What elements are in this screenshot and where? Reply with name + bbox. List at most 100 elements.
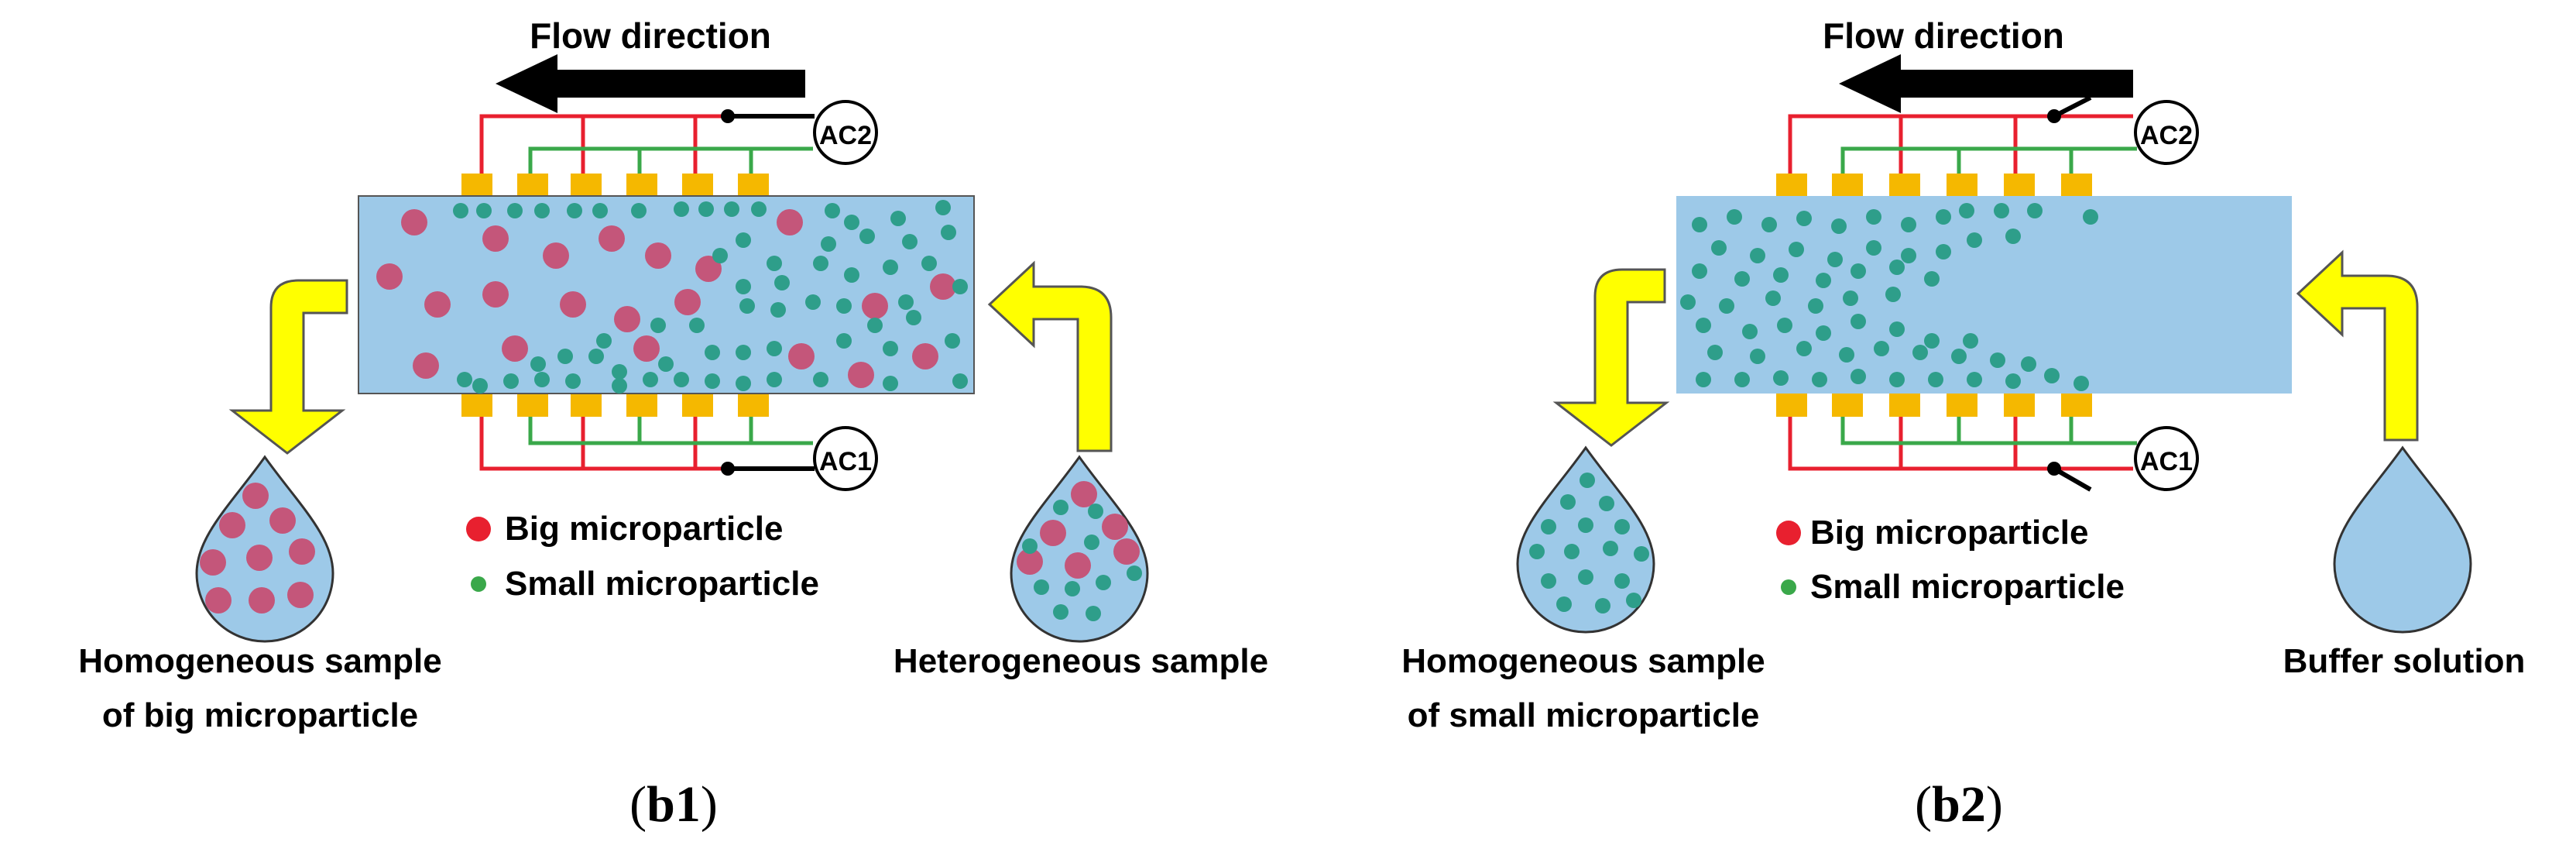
small-particle — [2005, 373, 2021, 389]
small-particles — [453, 200, 968, 394]
output-label-line2: of small microparticle — [1408, 696, 1760, 734]
legend-big-marker — [466, 517, 491, 541]
small-particle — [1750, 349, 1765, 364]
small-particle — [1634, 546, 1649, 562]
small-particle — [1578, 517, 1593, 533]
small-particle — [1851, 369, 1866, 384]
electrodes-top — [461, 174, 769, 198]
small-particle — [883, 260, 898, 275]
small-particle — [805, 294, 821, 310]
small-particle — [1866, 240, 1881, 256]
small-particle — [643, 372, 658, 387]
small-particle — [736, 345, 751, 360]
ac1-source-icon — [2134, 426, 2199, 491]
small-particle — [674, 201, 689, 217]
small-particle — [1789, 242, 1804, 257]
big-particle — [614, 306, 640, 332]
small-particle — [825, 203, 840, 218]
big-particle — [413, 352, 439, 379]
small-particle — [739, 298, 755, 314]
small-particle — [1603, 541, 1618, 556]
switch-ac1-icon — [721, 462, 815, 476]
small-particle — [836, 333, 852, 349]
small-particle — [1963, 333, 1978, 349]
small-particle — [2044, 368, 2060, 383]
small-particle — [1084, 534, 1099, 550]
big-particle — [1040, 520, 1066, 546]
small-particle — [705, 373, 720, 389]
big-particle — [269, 507, 296, 534]
small-particle — [530, 356, 546, 372]
small-particle — [736, 232, 751, 248]
small-particle — [844, 267, 859, 283]
ac1-source-icon — [813, 426, 878, 491]
small-particle — [724, 201, 739, 217]
small-particle — [1556, 596, 1572, 612]
switch-ac2-open-icon — [2047, 95, 2092, 123]
small-particle — [1053, 500, 1068, 515]
inlet-arrow-icon — [987, 260, 1113, 452]
small-particle — [774, 275, 790, 290]
small-particle — [1626, 593, 1641, 608]
big-particle — [482, 281, 509, 308]
big-particle — [543, 242, 569, 269]
small-particle — [650, 318, 666, 333]
small-particle — [1924, 271, 1940, 287]
small-particle — [1951, 349, 1967, 364]
small-particle — [1696, 372, 1711, 387]
inlet-arrow-icon — [2296, 249, 2419, 442]
small-particle — [898, 294, 914, 310]
small-particle — [1711, 240, 1727, 256]
small-particles — [1680, 203, 2098, 391]
legend-small-label: Small microparticle — [1810, 568, 2125, 606]
small-particle — [836, 298, 852, 314]
small-particle — [2073, 376, 2089, 391]
small-particle — [557, 349, 573, 364]
outlet-arrow-icon — [1552, 268, 1670, 447]
small-particle — [906, 310, 921, 325]
small-particle — [1734, 372, 1750, 387]
small-particle — [1692, 217, 1707, 232]
legend-small-label: Small microparticle — [505, 565, 819, 603]
big-particle — [1113, 538, 1140, 565]
small-particle — [1127, 565, 1142, 581]
big-particle — [249, 587, 275, 614]
big-particle — [599, 225, 625, 252]
big-particle — [645, 242, 671, 269]
small-particle — [935, 200, 951, 215]
big-particle — [289, 538, 315, 565]
output-label-line1: Homogeneous sample — [78, 642, 441, 680]
small-particle — [1839, 347, 1854, 363]
electrodes-bottom — [461, 392, 769, 417]
buffer-label: Buffer solution — [2283, 642, 2526, 680]
small-particle — [2027, 203, 2043, 218]
small-particle — [567, 203, 582, 218]
small-particle — [1796, 211, 1812, 226]
small-particle — [1719, 298, 1734, 314]
big-particles — [376, 209, 956, 388]
flow-arrow-icon — [1839, 54, 2133, 113]
big-particle — [862, 293, 888, 319]
flow-direction-label: Flow direction — [1823, 15, 2064, 56]
small-particle — [1578, 569, 1593, 585]
ac2-source-icon — [813, 100, 878, 165]
small-particle — [1831, 218, 1847, 234]
input-droplet-icon — [1010, 455, 1149, 643]
output-label-line2: of big microparticle — [102, 696, 418, 734]
flow-arrow-icon — [496, 54, 805, 113]
small-particle — [1727, 209, 1742, 225]
small-particle — [1595, 598, 1610, 614]
switch-ac2-icon — [721, 109, 815, 123]
big-particle — [777, 209, 803, 235]
small-particle — [813, 372, 828, 387]
small-particle — [472, 378, 488, 394]
small-particle — [2005, 229, 2021, 244]
wiring-top — [479, 114, 813, 180]
flow-direction-label: Flow direction — [530, 15, 771, 56]
legend-small-marker — [1781, 579, 1796, 595]
panel-b2: Flow direction AC2 AC1 — [1401, 15, 2525, 833]
small-particle — [705, 345, 720, 360]
output-label-line1: Homogeneous sample — [1401, 642, 1765, 680]
small-particle — [712, 248, 728, 263]
